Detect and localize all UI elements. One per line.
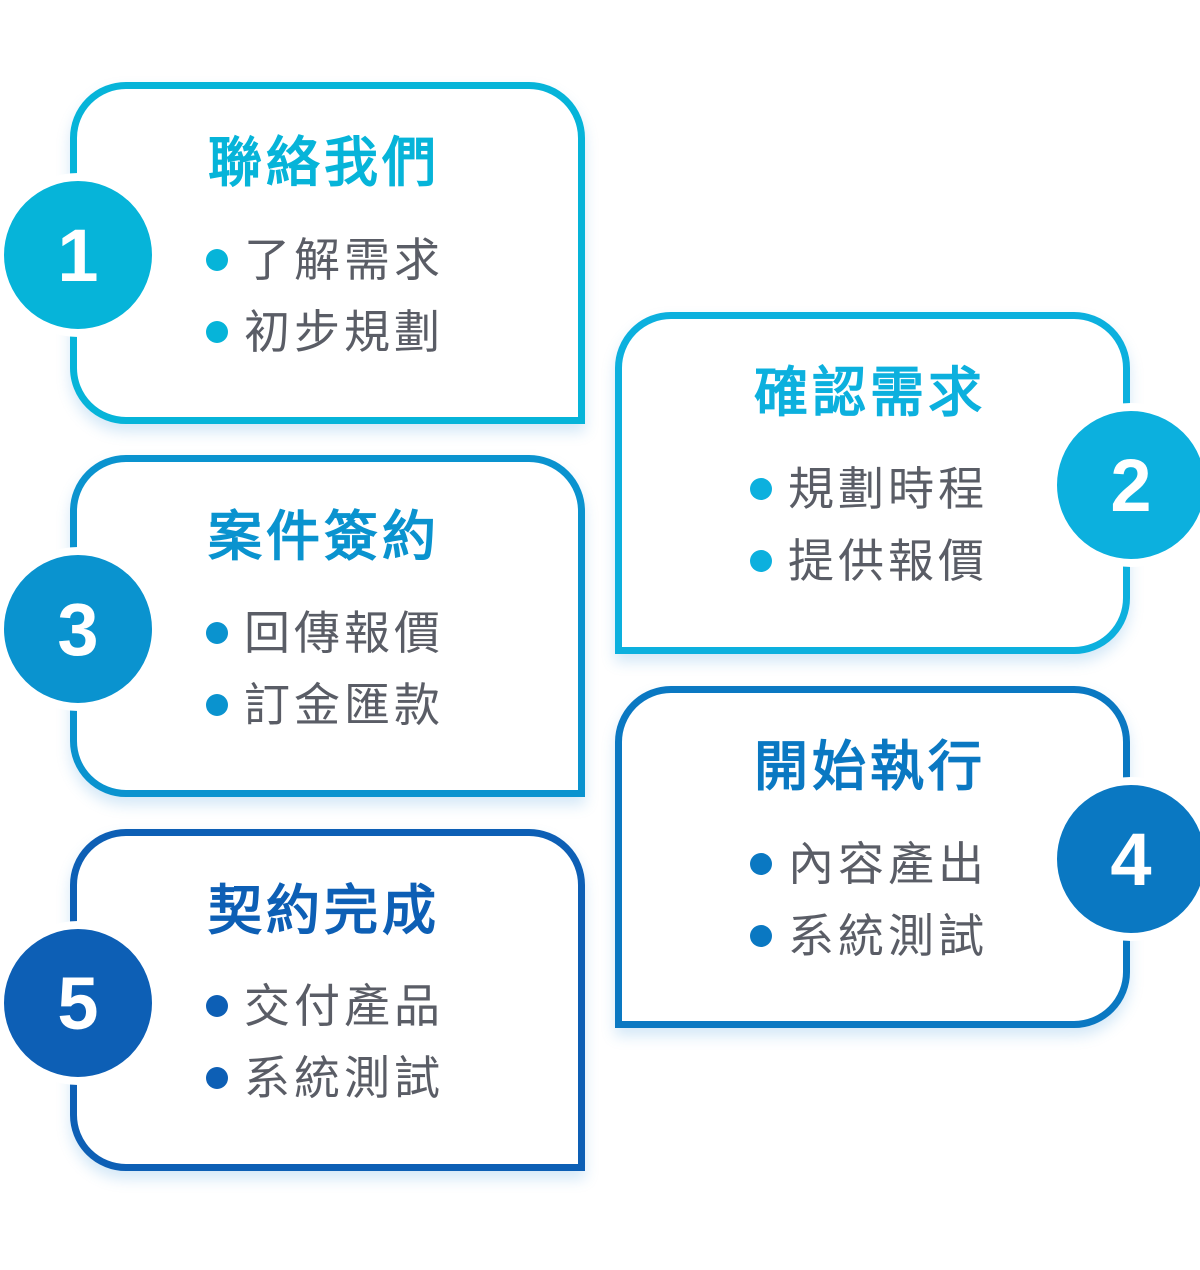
step-card — [615, 312, 1130, 654]
bullet-dot — [206, 1067, 228, 1089]
list-item: 提供報價 — [750, 525, 988, 597]
bullet-dot — [206, 321, 228, 343]
step-card — [615, 686, 1130, 1028]
bullet-text: 提供報價 — [788, 534, 988, 588]
list-item: 系統測試 — [750, 900, 988, 972]
bullet-dot — [750, 478, 772, 500]
step-items: 交付產品 系統測試 — [206, 970, 444, 1114]
bullet-dot — [206, 622, 228, 644]
bullet-dot — [750, 853, 772, 875]
step-number-badge: 2 — [1049, 403, 1200, 567]
list-item: 了解需求 — [206, 224, 444, 296]
bullet-dot — [750, 550, 772, 572]
bullet-text: 系統測試 — [788, 909, 988, 963]
step-number-badge: 1 — [0, 173, 160, 337]
bullet-dot — [206, 694, 228, 716]
list-item: 交付產品 — [206, 970, 444, 1042]
step-number-badge: 3 — [0, 547, 160, 711]
bullet-text: 回傳報價 — [244, 606, 444, 660]
bullet-text: 了解需求 — [244, 233, 444, 287]
bullet-text: 初步規劃 — [244, 305, 444, 359]
step-number-badge: 5 — [0, 921, 160, 1085]
step-card — [70, 829, 585, 1171]
list-item: 回傳報價 — [206, 597, 444, 669]
step-card — [70, 82, 585, 424]
bullet-text: 系統測試 — [244, 1051, 444, 1105]
list-item: 規劃時程 — [750, 453, 988, 525]
step-items: 規劃時程 提供報價 — [750, 453, 988, 597]
step-card — [70, 455, 585, 797]
bullet-text: 內容產出 — [788, 837, 988, 891]
step-items: 回傳報價 訂金匯款 — [206, 597, 444, 741]
bullet-text: 規劃時程 — [788, 462, 988, 516]
bullet-text: 交付產品 — [244, 979, 444, 1033]
step-title: 契約完成 — [208, 879, 440, 942]
list-item: 初步規劃 — [206, 296, 444, 368]
step-title: 聯絡我們 — [208, 131, 440, 194]
step-title: 確認需求 — [754, 361, 986, 424]
list-item: 訂金匯款 — [206, 669, 444, 741]
bullet-dot — [206, 995, 228, 1017]
step-items: 內容產出 系統測試 — [750, 828, 988, 972]
step-items: 了解需求 初步規劃 — [206, 224, 444, 368]
bullet-text: 訂金匯款 — [244, 678, 444, 732]
bullet-dot — [750, 925, 772, 947]
list-item: 系統測試 — [206, 1042, 444, 1114]
list-item: 內容產出 — [750, 828, 988, 900]
step-number-badge: 4 — [1049, 777, 1200, 941]
step-title: 案件簽約 — [208, 505, 440, 568]
step-title: 開始執行 — [754, 735, 986, 798]
bullet-dot — [206, 249, 228, 271]
